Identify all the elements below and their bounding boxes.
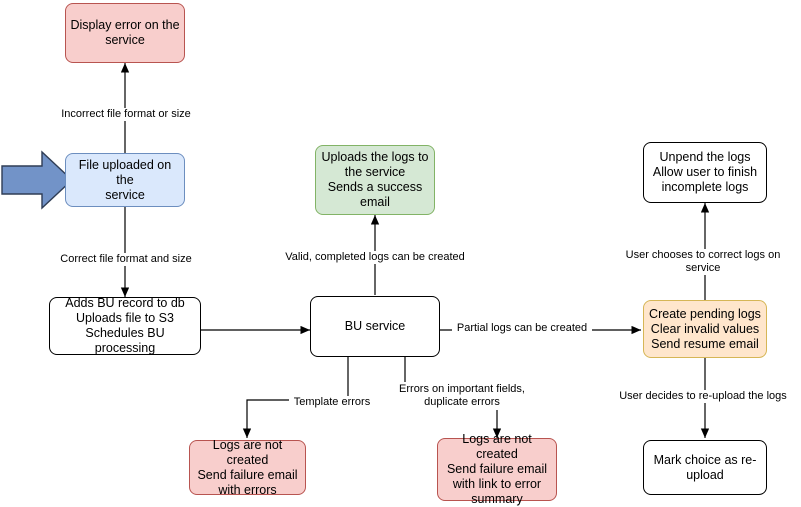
edge-label-valid-logs: Valid, completed logs can be created	[278, 251, 472, 264]
node-create-pending-logs[interactable]: Create pending logs Clear invalid values…	[643, 300, 767, 358]
edge-label-partial-logs: Partial logs can be created	[452, 322, 592, 335]
edge-label-correct-format: Correct file format and size	[56, 253, 196, 266]
node-adds-bu-record[interactable]: Adds BU record to db Uploads file to S3 …	[49, 296, 201, 355]
node-unpend-logs[interactable]: Unpend the logs Allow user to finish inc…	[643, 142, 767, 203]
edge-label-template-errors: Template errors	[289, 396, 375, 409]
edge-label-incorrect-format: Incorrect file format or size	[55, 108, 197, 121]
node-mark-choice[interactable]: Mark choice as re- upload	[643, 440, 767, 495]
edge-label-user-corrects: User chooses to correct logs on service	[605, 249, 801, 275]
node-logs-not-created-summary[interactable]: Logs are not created Send failure email …	[437, 432, 557, 506]
node-bu-service[interactable]: BU service	[310, 296, 440, 357]
node-logs-not-created-errors[interactable]: Logs are not created Send failure email …	[189, 438, 306, 497]
edge-label-important-field-errors: Errors on important fields, duplicate er…	[390, 383, 534, 409]
node-display-error[interactable]: Display error on the service	[65, 3, 185, 63]
node-file-uploaded[interactable]: File uploaded on the service	[65, 153, 185, 207]
input-arrow-icon	[1, 150, 74, 210]
edge-label-user-reuploads: User decides to re-upload the logs	[614, 390, 792, 403]
node-uploads-logs[interactable]: Uploads the logs to the service Sends a …	[315, 145, 435, 215]
